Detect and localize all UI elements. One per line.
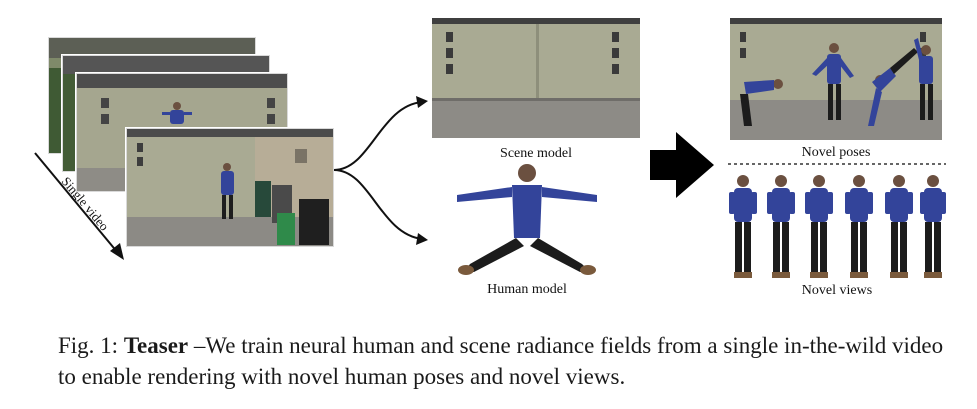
scene-model-image: [432, 18, 640, 138]
caption-bold: Teaser: [123, 333, 189, 358]
novel-poses-image: [730, 18, 942, 140]
human-model-label: Human model: [487, 282, 567, 297]
split-arrows: [333, 96, 428, 245]
novel-views-image: [729, 175, 946, 278]
novel-views-label: Novel views: [801, 283, 873, 298]
big-right-arrow: [650, 132, 714, 198]
caption-text: –We train neural human and scene radianc…: [58, 333, 944, 389]
figure-caption: Fig. 1: Teaser –We train neural human an…: [58, 330, 958, 392]
scene-model-label: Scene model: [500, 146, 572, 161]
human-model-image: [457, 164, 597, 275]
dashed-divider: [728, 163, 946, 165]
novel-poses-label: Novel poses: [801, 145, 871, 160]
caption-prefix: Fig. 1:: [58, 333, 124, 358]
video-frame-front: [126, 128, 334, 247]
single-video-arrow: [34, 152, 124, 260]
